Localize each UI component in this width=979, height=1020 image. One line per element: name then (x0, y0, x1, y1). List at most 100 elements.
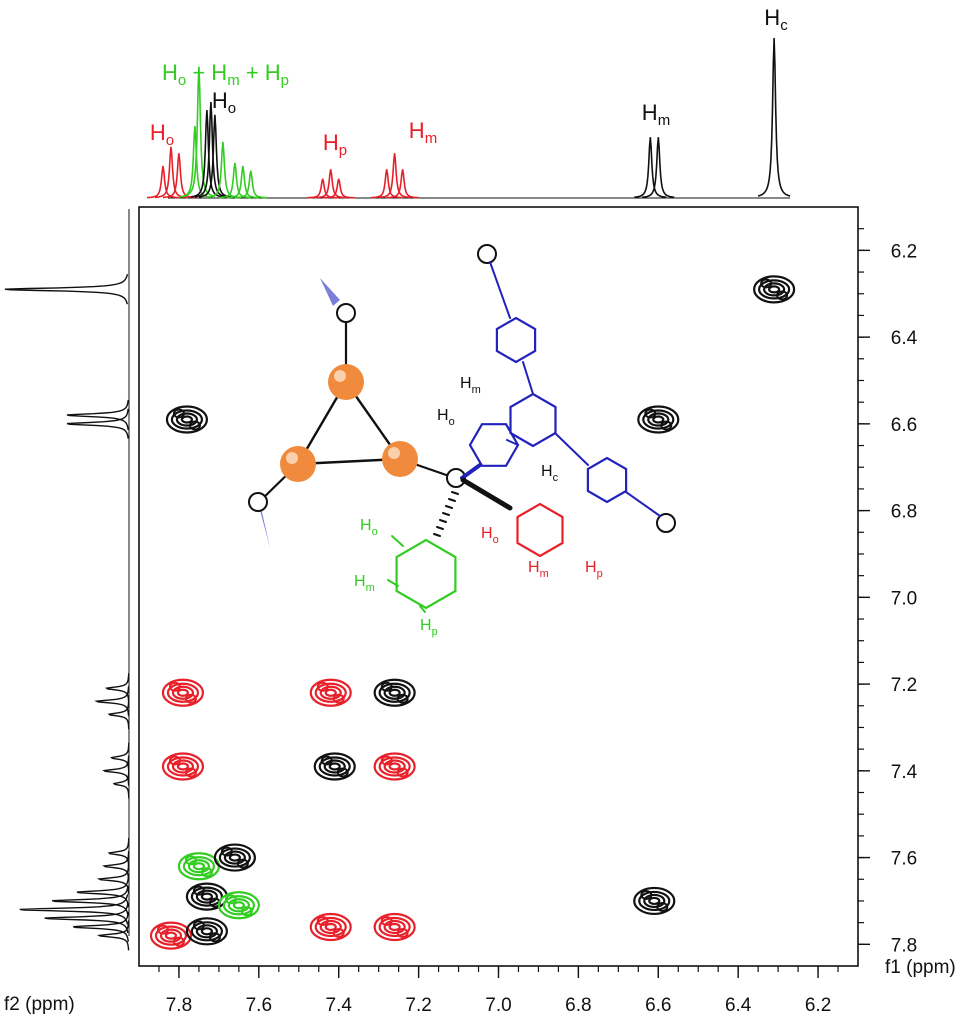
top-projection-peak (234, 170, 267, 199)
contour-ring (319, 685, 342, 700)
contour-ring (396, 767, 409, 778)
contour-ring (176, 688, 190, 697)
contour-ring (222, 895, 255, 916)
left-projection-peak (102, 755, 130, 786)
left-1d-projection (4, 209, 130, 951)
contour-ring (220, 846, 233, 857)
blue-ring (586, 456, 628, 504)
contour-ring (776, 290, 789, 301)
contour-ring (161, 752, 205, 781)
contour-ring (161, 678, 205, 707)
contour-ring (396, 927, 409, 938)
contour-ring (318, 756, 351, 777)
contour-ring (154, 925, 188, 946)
contour-ring (190, 886, 224, 907)
left-projection-peak (66, 408, 129, 439)
cross-peak (313, 752, 356, 781)
contour-ring (388, 922, 401, 932)
contour-ring (378, 682, 411, 703)
left-projection-peak (51, 885, 129, 916)
sphere-highlight (334, 370, 346, 382)
contour-ring (633, 886, 676, 916)
bond (522, 361, 534, 395)
contour-ring (378, 756, 411, 777)
contour-ring (182, 856, 216, 877)
contour-ring (314, 916, 347, 938)
bond (554, 432, 589, 466)
contour-ring (763, 282, 786, 297)
left-projection-peak (107, 838, 130, 868)
sphere-highlight (388, 447, 400, 459)
contour-ring (638, 890, 671, 912)
y-tick-label: 7.0 (891, 588, 917, 609)
hash-bond (448, 498, 456, 502)
metal-sphere (328, 364, 364, 400)
x-tick-label: 7.6 (246, 995, 272, 1016)
left-projection-peak (107, 699, 130, 730)
y-tick-label: 7.8 (891, 935, 917, 956)
contour-ring (192, 885, 205, 896)
blue-ring (495, 316, 537, 364)
contour-ring (168, 681, 181, 692)
cross-peak (633, 886, 676, 916)
molecule-label: Hp (585, 559, 603, 580)
metal-sphere (280, 446, 316, 482)
contour-ring (190, 921, 224, 942)
top-projection-peak (306, 178, 339, 199)
wedge-bond (460, 463, 482, 480)
y-axis-title: f1 (ppm) (885, 957, 956, 978)
cross-peak (161, 752, 205, 781)
molecule-label: Hm (460, 375, 481, 396)
contour-ring (388, 688, 401, 697)
contour-ring (314, 682, 347, 703)
peak-label: Ho (150, 120, 174, 149)
top-projection-peak (182, 66, 216, 198)
cross-peak (373, 678, 416, 707)
contour-ring (166, 756, 200, 777)
contour-ring (760, 278, 773, 289)
contour-ring (200, 927, 214, 936)
y-tick-label: 6.2 (891, 241, 917, 262)
cross-peak (373, 752, 416, 781)
hash-bond (439, 519, 447, 523)
contour-ring (149, 921, 193, 950)
contour-ring (185, 917, 229, 946)
contour-ring (218, 847, 251, 868)
contour-ring (200, 867, 213, 878)
molecule-label: Hp (420, 617, 438, 638)
molecule-label: Hc (541, 463, 559, 484)
left-projection-peak (44, 903, 129, 934)
top-projection-peak (757, 37, 791, 197)
node-circle (248, 492, 268, 512)
contour-ring (195, 924, 219, 939)
contour-ring (320, 755, 333, 766)
top-projection-peak (634, 137, 667, 198)
y-tick-label: 6.4 (891, 328, 918, 349)
cross-peak (637, 405, 680, 434)
hash-bond (445, 505, 453, 509)
contour-ring (192, 920, 205, 931)
x-tick-label: 6.6 (645, 995, 671, 1016)
y-tick-label: 7.4 (891, 762, 918, 783)
contour-ring (647, 412, 670, 427)
contour-ring (192, 862, 206, 871)
node-circle (336, 303, 356, 323)
x-tick-label: 7.2 (405, 995, 431, 1016)
wedge-bond (460, 477, 513, 511)
contour-ring (323, 759, 346, 774)
wedge-blue (320, 278, 340, 306)
x-tick-label: 6.8 (565, 995, 591, 1016)
contour-ring (309, 912, 352, 942)
top-projection-peak (218, 162, 251, 199)
hash-bond (433, 533, 441, 537)
cross-peak (309, 912, 352, 942)
y-tick-label: 7.6 (891, 849, 917, 870)
contour-ring (236, 858, 249, 869)
contour-ring (383, 685, 406, 700)
contour-ring (316, 681, 329, 692)
contour-ring (223, 850, 246, 865)
contour-ring (184, 767, 197, 778)
contour-ring (328, 762, 341, 771)
